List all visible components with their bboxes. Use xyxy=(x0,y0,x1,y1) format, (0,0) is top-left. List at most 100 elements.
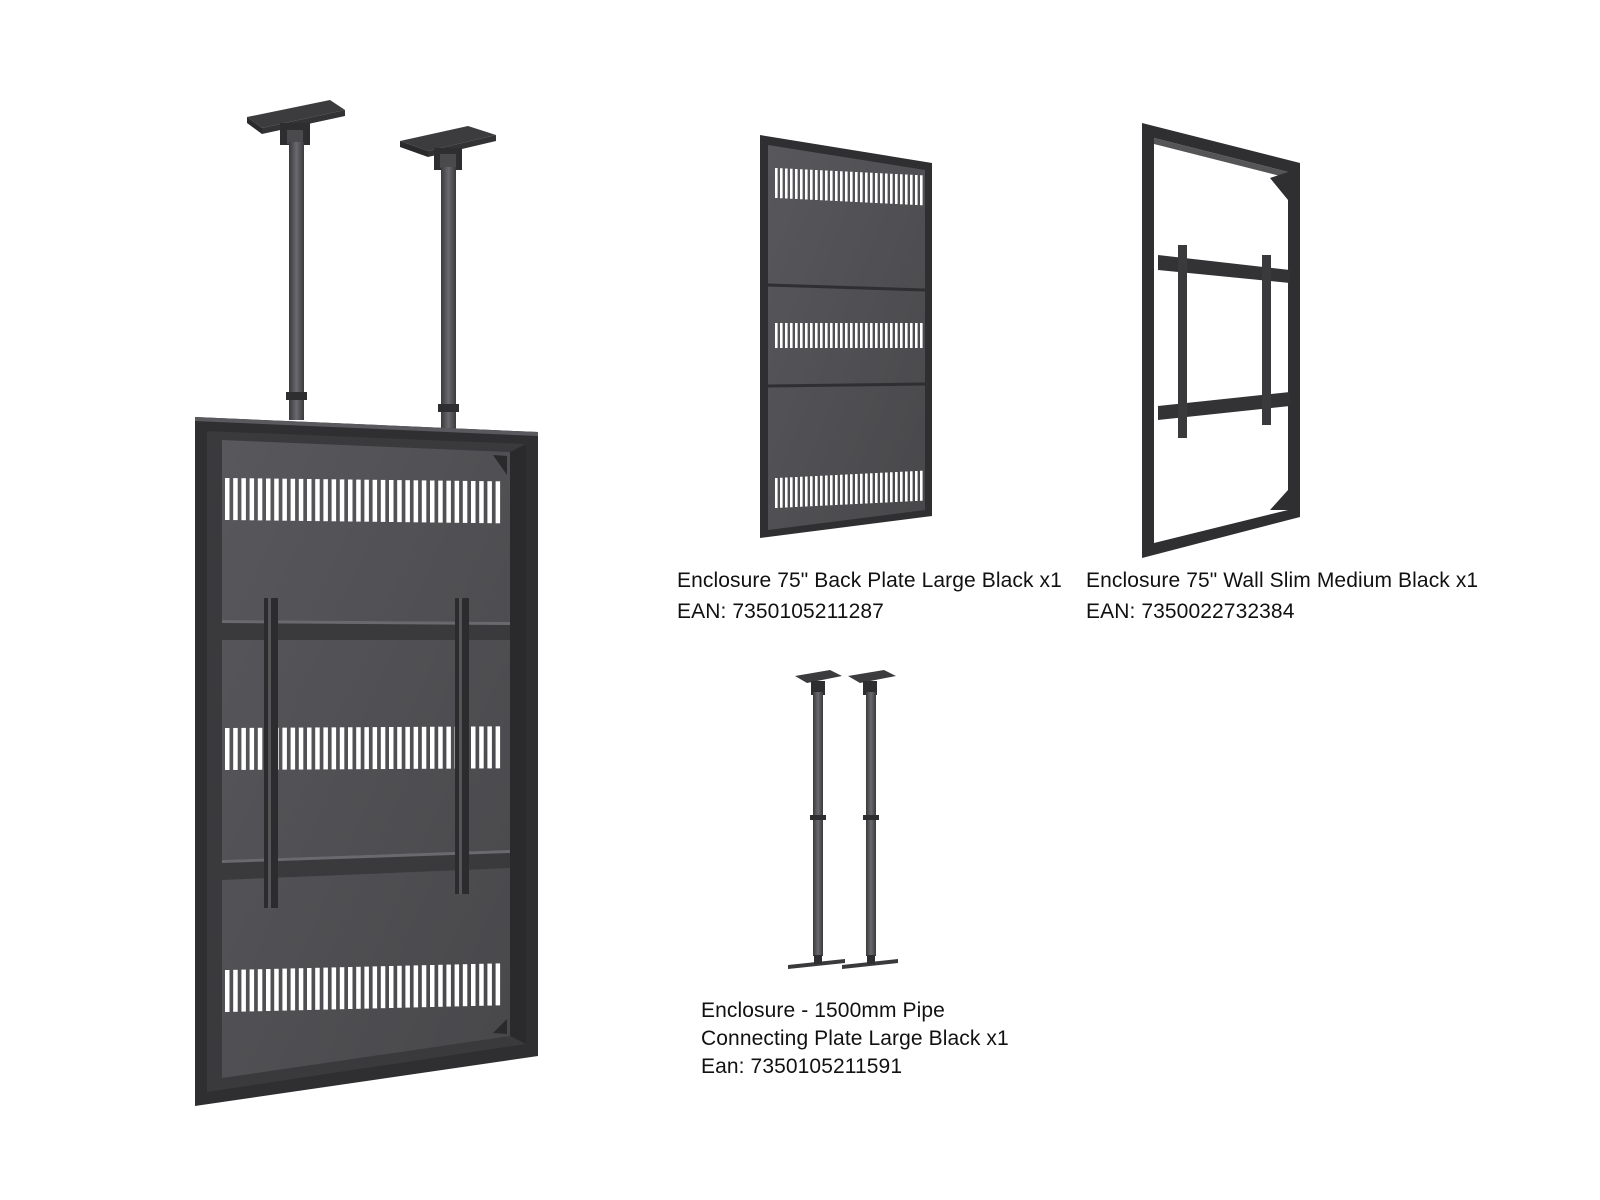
vent-slot xyxy=(413,726,419,769)
vent-slot xyxy=(880,323,883,348)
vent-slot xyxy=(830,170,833,201)
wall-slim-caption: Enclosure 75" Wall Slim Medium Black x1 … xyxy=(1086,565,1478,627)
vent-slots-bottom xyxy=(225,963,501,1012)
vent-slot xyxy=(795,477,798,507)
vent-slot xyxy=(860,473,863,504)
vent-slot xyxy=(290,727,296,770)
vent-slot xyxy=(479,481,484,524)
vent-slot xyxy=(307,727,312,770)
vent-slot xyxy=(835,323,838,348)
vent-slot xyxy=(257,478,263,521)
vent-slot xyxy=(785,477,788,508)
ceiling-plate-right xyxy=(400,126,496,170)
vent-slot xyxy=(290,968,296,1011)
vent-slot xyxy=(307,968,312,1010)
vent-slot xyxy=(890,173,893,204)
vent-slot xyxy=(820,323,823,348)
vent-slot xyxy=(895,472,898,502)
vent-slot xyxy=(462,964,468,1007)
mounting-rails xyxy=(222,620,510,880)
back-plate-vent-bottom xyxy=(775,470,923,508)
vent-slot xyxy=(825,323,828,348)
vent-slot xyxy=(775,478,778,508)
vent-slot xyxy=(910,174,913,205)
vent-slot xyxy=(835,171,838,201)
vent-slot xyxy=(430,480,435,523)
vent-slot xyxy=(249,969,255,1012)
back-plate-image xyxy=(760,135,932,538)
pipe-connecting-plate-image xyxy=(788,670,898,969)
vent-slot xyxy=(850,171,853,202)
vent-slot xyxy=(233,969,238,1012)
vent-slot xyxy=(438,726,443,769)
vent-slot xyxy=(495,481,501,524)
vent-slot xyxy=(413,965,419,1008)
vent-slot xyxy=(915,471,918,501)
vent-slot xyxy=(790,168,793,199)
vent-slot xyxy=(266,969,271,1011)
vent-slot xyxy=(315,727,320,770)
vent-slot xyxy=(471,481,476,523)
vent-slot xyxy=(241,478,246,521)
vent-slot xyxy=(225,970,230,1012)
vent-slot xyxy=(845,171,848,202)
vent-slot xyxy=(339,479,345,522)
vent-slot xyxy=(348,727,353,770)
pipe-title-line-2: Connecting Plate Large Black x1 xyxy=(701,1027,1009,1050)
vent-slot xyxy=(282,478,287,521)
vent-slot xyxy=(860,172,863,203)
vent-slot xyxy=(348,967,353,1009)
vent-slot xyxy=(815,323,818,348)
vent-slot xyxy=(780,323,783,348)
ceiling-enclosure-assembly-image xyxy=(195,100,538,1106)
vent-slot xyxy=(405,480,410,523)
vent-slots-middle xyxy=(225,726,501,770)
vent-slot xyxy=(895,323,898,348)
wall-slim-frame-image xyxy=(1142,123,1300,558)
vent-slot xyxy=(364,479,369,522)
vent-slot xyxy=(900,471,903,502)
vent-slot xyxy=(880,472,883,503)
vent-slot xyxy=(800,323,803,348)
mounting-brackets xyxy=(264,598,469,908)
vent-slot xyxy=(438,480,443,523)
vent-slot xyxy=(920,470,923,501)
vent-slot xyxy=(790,323,793,348)
vent-slot xyxy=(865,323,868,348)
vent-slot xyxy=(266,478,271,521)
vent-slot xyxy=(339,967,345,1010)
vent-slot xyxy=(885,323,888,348)
vent-slot xyxy=(880,173,883,204)
vent-slot xyxy=(471,964,476,1006)
vent-slot xyxy=(900,174,903,205)
vent-slot xyxy=(241,969,246,1012)
vent-slot xyxy=(380,966,386,1009)
vent-slot xyxy=(865,473,868,504)
vent-slot xyxy=(397,965,402,1008)
vent-slots-top xyxy=(225,478,501,524)
back-plate-vent-middle xyxy=(775,323,923,348)
wall-slim-ean: EAN: 7350022732384 xyxy=(1086,600,1295,623)
vent-slot xyxy=(855,323,858,348)
pipe-ean: Ean: 7350105211591 xyxy=(701,1055,903,1078)
vent-slot xyxy=(820,170,823,201)
vent-slot xyxy=(405,726,410,769)
vent-slot xyxy=(805,169,808,200)
vent-slot xyxy=(323,727,328,770)
vent-slot xyxy=(413,480,419,523)
back-plate-vent-top xyxy=(775,168,923,206)
vent-slot xyxy=(815,170,818,200)
vent-slot xyxy=(421,480,427,523)
vent-slot xyxy=(331,727,337,770)
vent-slot xyxy=(298,478,304,521)
vent-slot xyxy=(840,323,843,348)
vent-slot xyxy=(233,478,238,521)
vent-slot xyxy=(875,173,878,203)
vent-slot xyxy=(875,323,878,348)
vent-slot xyxy=(855,172,858,202)
vent-slot xyxy=(421,726,427,769)
vent-slot xyxy=(910,323,913,348)
vent-slot xyxy=(323,967,328,1010)
vent-slot xyxy=(372,966,378,1009)
